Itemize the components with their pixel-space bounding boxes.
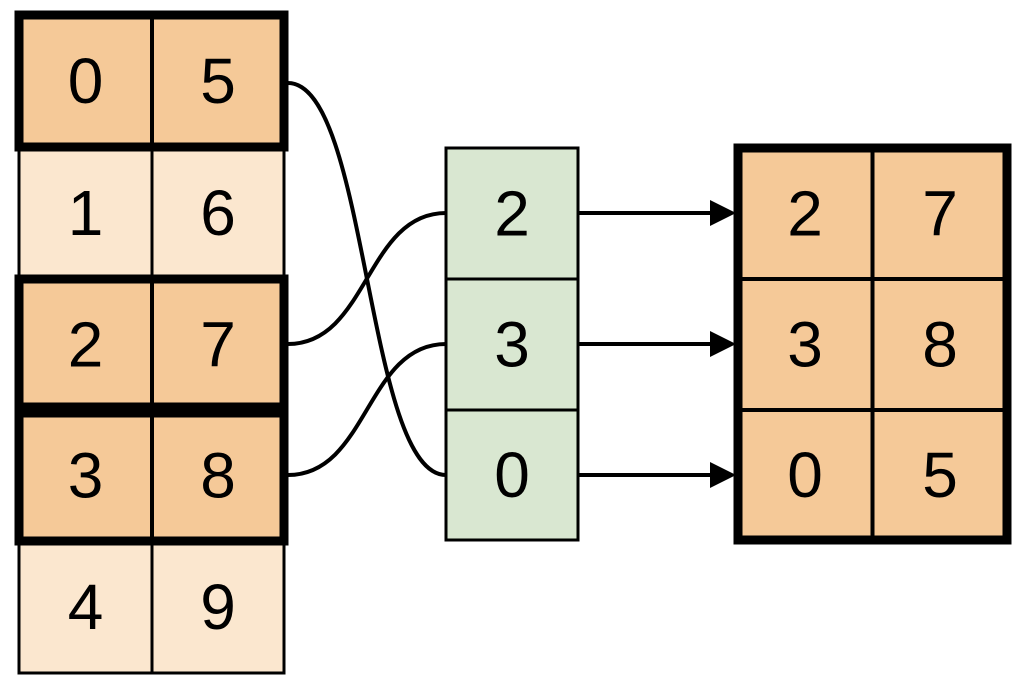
mapping-curves [286, 81, 448, 477]
source-cell-value: 2 [68, 309, 104, 381]
index-cell-value: 3 [494, 309, 530, 381]
index-cell [444, 408, 580, 542]
index-cell [444, 146, 580, 281]
source-array: 0 5 1 6 2 7 3 8 4 9 [14, 10, 289, 675]
result-cell [870, 277, 1009, 412]
source-cell-value: 7 [200, 309, 236, 381]
arrow-head [710, 200, 736, 226]
source-cell-value: 4 [68, 571, 104, 643]
source-cell-value: 3 [68, 440, 104, 512]
source-cell [150, 539, 286, 675]
result-cell [736, 408, 875, 542]
result-table-outline [733, 143, 1012, 545]
source-cell [17, 145, 154, 281]
index-arrows [578, 200, 736, 488]
index-cell-value: 0 [494, 439, 530, 511]
curve-source-row3-to-index [286, 342, 448, 477]
index-cell [444, 277, 580, 412]
result-cell-value: 3 [787, 309, 823, 381]
result-cell-value: 5 [922, 439, 958, 511]
result-cell-value: 8 [922, 309, 958, 381]
source-cell-value: 9 [200, 571, 236, 643]
source-cell-value: 5 [200, 45, 236, 117]
arrow-head [710, 331, 736, 357]
source-cell-highlighted [150, 13, 286, 149]
source-cell [150, 145, 286, 281]
arrow-head [710, 462, 736, 488]
result-cell-value: 7 [922, 178, 958, 250]
index-array: 2 3 0 [444, 146, 580, 542]
index-cell-value: 2 [494, 178, 530, 250]
result-cell-value: 2 [787, 178, 823, 250]
curve-source-row2-to-index [286, 211, 448, 346]
source-cell-value: 8 [200, 440, 236, 512]
source-cell-value: 6 [200, 177, 236, 249]
source-cell-value: 0 [68, 45, 104, 117]
source-cell-value: 1 [68, 177, 104, 249]
source-row-outline [14, 10, 289, 152]
source-cell-highlighted [150, 408, 286, 543]
result-array: 2 7 3 8 0 5 [733, 143, 1012, 545]
result-cell-value: 0 [787, 439, 823, 511]
source-cell-highlighted [150, 277, 286, 412]
result-cell [870, 146, 1009, 281]
